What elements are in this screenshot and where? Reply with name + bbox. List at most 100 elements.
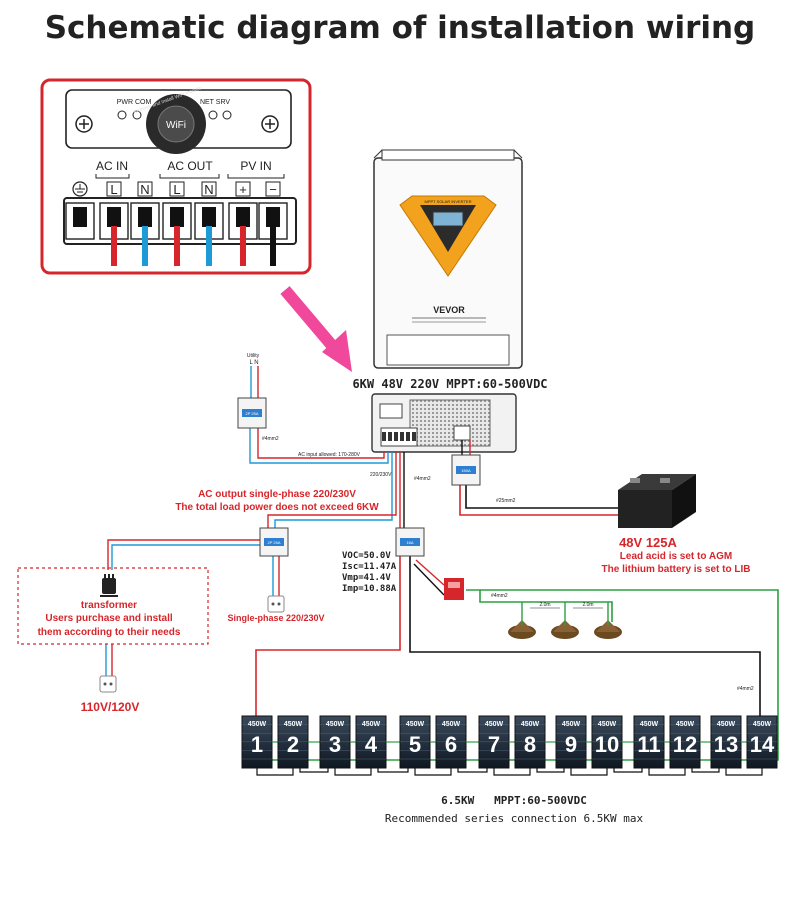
ground-icon xyxy=(72,181,88,197)
group-ac-in: AC IN xyxy=(96,159,128,173)
surge-protector-icon xyxy=(444,578,464,600)
bottom-terminal xyxy=(412,432,416,441)
terminal-label: N xyxy=(140,182,149,197)
terminal-screw xyxy=(73,207,87,227)
panel-series-link xyxy=(691,768,720,773)
terminal-screw xyxy=(236,207,250,227)
wire-acout-l xyxy=(267,452,397,528)
breaker-b2-handle xyxy=(456,466,476,474)
solar-panel-wattage: 450W xyxy=(284,721,303,728)
screw-icon-right xyxy=(261,115,279,133)
panel-series-link xyxy=(334,768,372,776)
wire-string-neg xyxy=(409,556,761,716)
terminal-screw xyxy=(107,207,121,227)
solar-panel-wattage: 450W xyxy=(717,721,736,728)
transformer-icon xyxy=(100,574,118,597)
solar-panel-number: 4 xyxy=(365,732,378,757)
outlet-icon-110 xyxy=(99,675,117,693)
terminal-label-frame xyxy=(137,181,153,197)
terminal-screw xyxy=(170,207,184,227)
page-title: Schematic diagram of installation wiring xyxy=(45,10,756,46)
solar-panel-wattage: 450W xyxy=(406,721,425,728)
panel-series-link xyxy=(256,768,294,776)
terminal-label-frame xyxy=(265,181,281,197)
wire-acin-l xyxy=(257,428,385,459)
group-pv-in: PV IN xyxy=(240,159,271,173)
panel-series-link xyxy=(299,768,329,773)
wire-string-pos xyxy=(255,556,401,716)
inverter-screen-text: MPPT SOLAR INVERTER xyxy=(425,199,472,204)
terminal-wire xyxy=(206,226,212,266)
led-net xyxy=(208,110,218,120)
note-4mm2-a: #4mm2 xyxy=(262,436,279,442)
terminal-panel: PWR COM NET SRV WiFi Remove and install … xyxy=(40,78,312,275)
breaker-b3-label: 2P 25A xyxy=(267,540,280,545)
inverter-brand: VEVOR xyxy=(433,305,465,315)
pv-spec-line: VOC=50.0V xyxy=(342,551,391,561)
solar-panel-number: 14 xyxy=(750,732,775,757)
pv-spec-line: Vmp=41.4V xyxy=(342,573,391,583)
group-ac-out: AC OUT xyxy=(167,159,213,173)
bottom-spec: 6.5KW MPPT:60-500VDC xyxy=(441,794,587,807)
panel-series-link xyxy=(725,768,763,776)
screw-icon-left xyxy=(75,115,93,133)
terminal-label: L xyxy=(110,182,117,197)
solar-panel-wattage: 450W xyxy=(562,721,581,728)
pwr-com-label: PWR COM xyxy=(117,99,152,106)
wifi-label: WiFi xyxy=(166,120,186,131)
wire-battery-pos xyxy=(459,485,641,528)
led-srv xyxy=(222,110,232,120)
pointer-arrow-head xyxy=(322,330,352,372)
solar-panel-number: 6 xyxy=(445,732,457,757)
solar-panel-wattage: 450W xyxy=(442,721,461,728)
terminal-wire xyxy=(240,226,246,266)
battery-lib: The lithium battery is set to LIB xyxy=(602,564,751,575)
single-phase-label: Single-phase 220/230V xyxy=(227,613,324,623)
solar-panel-number: 8 xyxy=(524,732,536,757)
terminal-label-frame xyxy=(106,181,122,197)
solar-panel-wattage: 450W xyxy=(598,721,617,728)
breaker-b1-label: 2P 25A xyxy=(245,411,258,416)
terminal-label: L xyxy=(173,182,180,197)
solar-panel-number: 13 xyxy=(714,732,738,757)
spacing-label: 2.0m xyxy=(582,602,593,608)
solar-panel-wattage: 450W xyxy=(248,721,267,728)
terminal-label-frame xyxy=(169,181,185,197)
breaker-b1-handle xyxy=(242,409,262,417)
battery-agm: Lead acid is set to AGM xyxy=(620,551,732,562)
led-pwr xyxy=(117,110,127,120)
panel-series-link xyxy=(570,768,608,776)
terminal-wire xyxy=(174,226,180,266)
transformer-line2: them according to their needs xyxy=(38,627,181,638)
solar-panel-wattage: 450W xyxy=(676,721,695,728)
transformer-box xyxy=(17,567,209,645)
bottom-terminal xyxy=(382,432,386,441)
wire-battery-neg xyxy=(465,485,652,509)
inverter-spec: 6KW 48V 220V MPPT:60-500VDC xyxy=(352,377,547,391)
solar-panel-number: 10 xyxy=(595,732,619,757)
terminal-label: − xyxy=(269,182,277,197)
wire-acout-n xyxy=(274,452,393,528)
wire-trans-in-n xyxy=(111,544,264,570)
battery-spec: 48V 125A xyxy=(619,535,677,550)
wire-ground-rods xyxy=(466,589,613,622)
panel-series-link xyxy=(536,768,565,773)
solar-panel-wattage: 450W xyxy=(521,721,540,728)
solar-panel-wattage: 450W xyxy=(753,721,772,728)
panel-series-link xyxy=(414,768,452,776)
wire-acin-n xyxy=(249,428,389,464)
inverter-bottom-view xyxy=(371,393,517,453)
net-srv-label: NET SRV xyxy=(200,99,230,106)
panel-series-link xyxy=(377,768,409,773)
spacing-label: 2.0m xyxy=(539,602,550,608)
bottom-terminal xyxy=(394,432,398,441)
ac-output-line1: AC output single-phase 220/230V xyxy=(198,489,356,500)
terminal-wire xyxy=(142,226,148,266)
solar-panel-wattage: 450W xyxy=(362,721,381,728)
terminal-screw xyxy=(202,207,216,227)
solar-panel-number: 7 xyxy=(488,732,500,757)
note-220-230: 220/230V xyxy=(370,472,392,478)
terminal-label-frame xyxy=(235,181,251,197)
solar-panel-wattage: 450W xyxy=(485,721,504,728)
note-ac-input: AC input allowed: 170-280V xyxy=(298,452,361,458)
